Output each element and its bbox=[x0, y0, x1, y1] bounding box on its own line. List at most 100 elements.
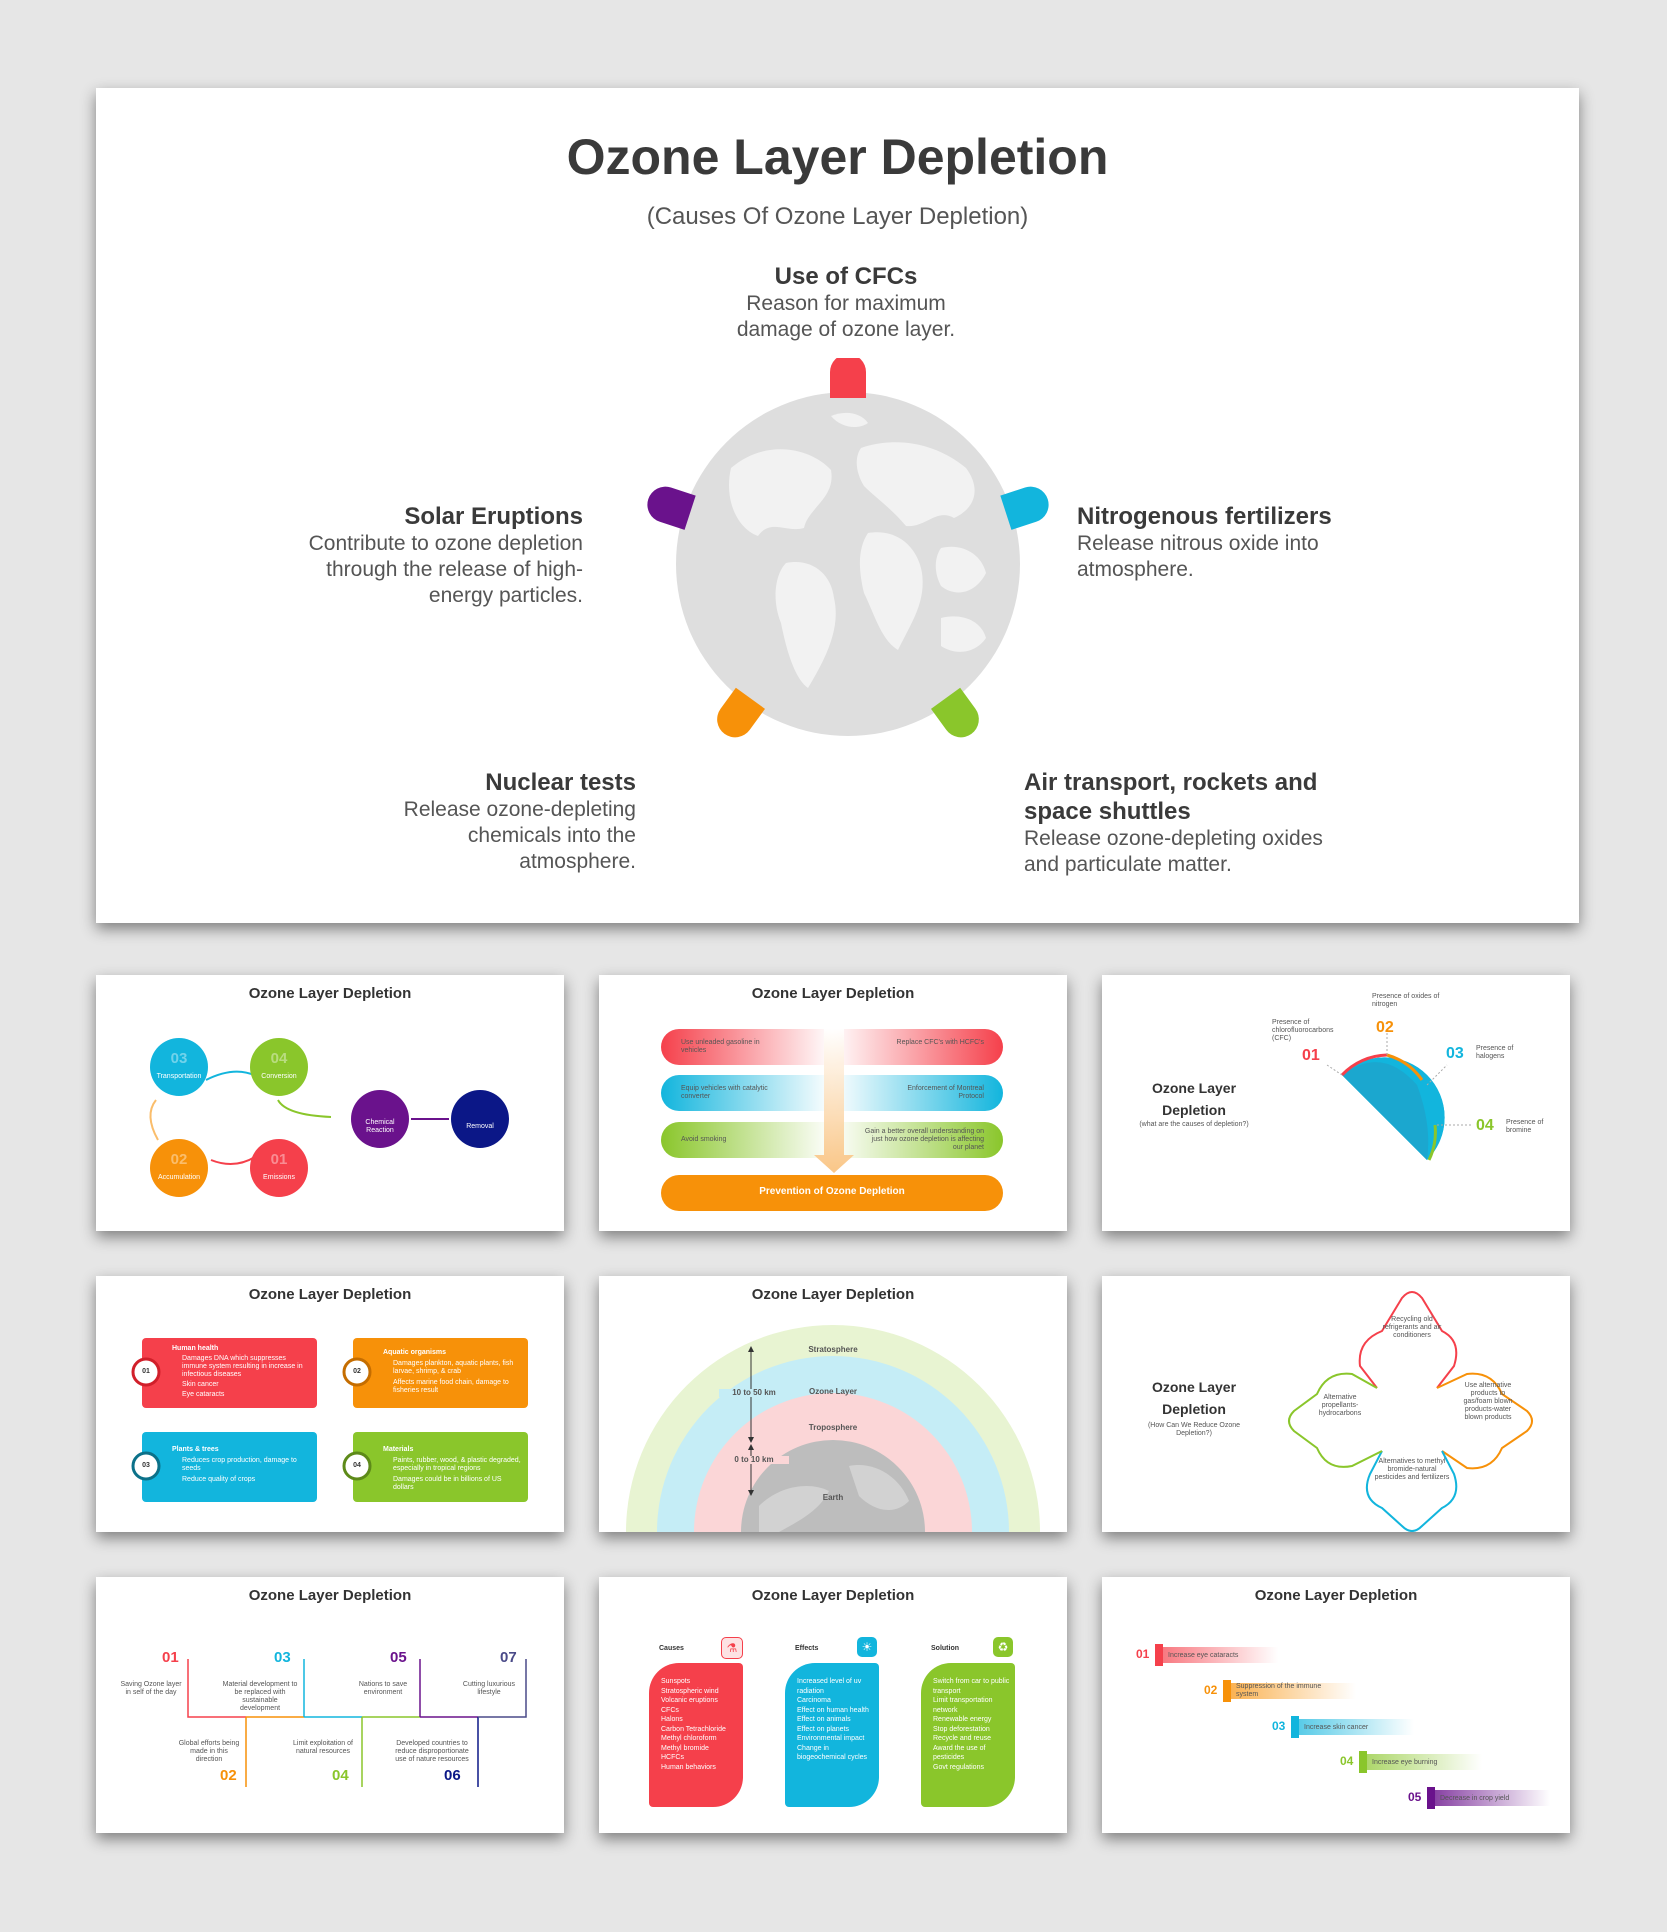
cause-desc: Release ozone-depleting chemicals into t… bbox=[403, 798, 636, 873]
quarter-globe bbox=[1326, 1030, 1472, 1161]
cycle-diagram bbox=[149, 1038, 509, 1197]
list-item: Sunspots bbox=[661, 1678, 691, 1685]
globe-graphic bbox=[647, 358, 1049, 738]
card-item: Reduce quality of crops bbox=[182, 1476, 256, 1483]
reduce-item: Alternative propellants-hydrocarbons bbox=[1318, 1394, 1362, 1417]
list-item: Environmental impact bbox=[797, 1735, 865, 1742]
list-item: Methyl chloroform bbox=[661, 1735, 717, 1742]
cause-desc: Reason for maximum damage of ozone layer… bbox=[736, 292, 956, 341]
effect-card: Aquatic organisms Damages plankton, aqua… bbox=[353, 1338, 528, 1408]
effect-num: 01 bbox=[1136, 1647, 1150, 1661]
card-item: Eye cataracts bbox=[182, 1391, 225, 1398]
step-num: 05 bbox=[390, 1649, 407, 1666]
step-num: 02 bbox=[220, 1767, 237, 1784]
column-card: Switch from car to public transport Limi… bbox=[921, 1663, 1015, 1807]
list-item: Human behaviors bbox=[661, 1763, 716, 1771]
thumb-title: Ozone Layer Depletion bbox=[751, 1587, 915, 1604]
step-text: Limit exploitation of natural resources bbox=[293, 1740, 353, 1755]
cause-num: 03 bbox=[1446, 1045, 1464, 1062]
list-item: Award the use of pesticides bbox=[933, 1744, 986, 1762]
cause-text: Presence of chlorofluorocarbons (CFC) bbox=[1272, 1019, 1334, 1042]
list-item: Effect on animals bbox=[797, 1716, 851, 1723]
thumb-heading: Ozone Layer Depletion bbox=[1151, 1379, 1237, 1417]
badge-num: 01 bbox=[142, 1368, 150, 1375]
thumb-title: Ozone Layer Depletion bbox=[248, 1587, 412, 1604]
thumbnail-slide-9[interactable]: Ozone Layer Depletion 01 Increase eye ca… bbox=[1102, 1577, 1570, 1833]
cause-title: Solar Eruptions bbox=[404, 503, 583, 530]
effect-num: 02 bbox=[1204, 1683, 1218, 1697]
thumb-title: Ozone Layer Depletion bbox=[751, 1286, 915, 1303]
thumbnail-slide-2[interactable]: Ozone Layer Depletion Use unleaded gasol… bbox=[599, 975, 1067, 1231]
thumbnail-slide-4[interactable]: Ozone Layer Depletion Human health Damag… bbox=[96, 1276, 564, 1532]
thumb-subheading: (what are the causes of depletion?) bbox=[1139, 1121, 1249, 1128]
reduce-item: Use alternative products to gas/foam blo… bbox=[1463, 1382, 1513, 1421]
cause-num: 04 bbox=[1476, 1117, 1494, 1134]
step-num: 03 bbox=[274, 1649, 291, 1666]
thumb-title: Ozone Layer Depletion bbox=[1254, 1587, 1418, 1604]
node-num: 04 bbox=[270, 1050, 288, 1067]
card-title: Materials bbox=[383, 1446, 414, 1453]
range-label: 0 to 10 km bbox=[719, 1456, 789, 1464]
step-text: Nations to save environment bbox=[358, 1681, 408, 1696]
main-slide-preview[interactable]: Ozone Layer Depletion (Causes Of Ozone L… bbox=[96, 88, 1579, 923]
cause-title: Air transport, rockets and space shuttle… bbox=[1024, 769, 1318, 825]
tab-cfcs bbox=[830, 358, 866, 398]
step-num: 07 bbox=[500, 1649, 517, 1666]
timeline-graphic bbox=[187, 1659, 527, 1787]
cause-text: Presence of oxides of nitrogen bbox=[1372, 993, 1440, 1008]
node-label: Conversion bbox=[261, 1073, 297, 1080]
thumb-title: Ozone Layer Depletion bbox=[248, 985, 412, 1002]
column-title: Causes bbox=[659, 1645, 684, 1652]
staircase-graphic bbox=[1155, 1644, 1550, 1809]
node-label: Emissions bbox=[263, 1174, 295, 1181]
cause-cfcs: Use of CFCs Reason for maximum damage of… bbox=[656, 262, 1036, 343]
list-item: Volcanic eruptions bbox=[661, 1697, 718, 1704]
badge-num: 04 bbox=[353, 1462, 361, 1469]
node-removal: Removal bbox=[466, 1123, 494, 1130]
effect-text: Increase eye burning bbox=[1372, 1759, 1438, 1766]
cause-desc: Contribute to ozone depletion through th… bbox=[308, 532, 583, 607]
column-list: Switch from car to public transport Limi… bbox=[933, 1677, 1011, 1772]
effect-text: Increase eye cataracts bbox=[1168, 1652, 1239, 1659]
thumbnail-slide-7[interactable]: Ozone Layer Depletion 01 Saving Ozone la… bbox=[96, 1577, 564, 1833]
list-item: Change in biogeochemical cycles bbox=[797, 1744, 868, 1762]
column-list: Sunspots Stratospheric wind Volcanic eru… bbox=[661, 1677, 739, 1772]
cause-desc: Release ozone-depleting oxides and parti… bbox=[1024, 827, 1323, 876]
tab-air-transport bbox=[931, 687, 979, 738]
effect-card: Materials Paints, rubber, wood, & plasti… bbox=[353, 1432, 528, 1502]
prevention-item: Enforcement of Montreal Protocol bbox=[907, 1085, 984, 1100]
cause-num: 02 bbox=[1376, 1019, 1394, 1036]
list-item: Carcinoma bbox=[797, 1697, 831, 1704]
prevention-graphic bbox=[661, 1029, 1003, 1211]
effect-text: Increase skin cancer bbox=[1304, 1724, 1369, 1731]
card-title: Aquatic organisms bbox=[383, 1349, 447, 1356]
thumbnail-slide-3[interactable]: Ozone Layer Depletion (what are the caus… bbox=[1102, 975, 1570, 1231]
thumbnail-slide-5[interactable]: Ozone Layer Depletion Stratosphere Ozone… bbox=[599, 1276, 1067, 1532]
prevention-item: Equip vehicles with catalytic converter bbox=[681, 1085, 768, 1100]
layer-earth: Earth bbox=[822, 1493, 844, 1502]
column-card: Sunspots Stratospheric wind Volcanic eru… bbox=[649, 1663, 743, 1807]
cause-title: Nitrogenous fertilizers bbox=[1077, 503, 1332, 530]
cause-num: 01 bbox=[1302, 1047, 1320, 1064]
node-num: 02 bbox=[170, 1151, 188, 1168]
prevention-bar: Prevention of Ozone Depletion bbox=[759, 1186, 905, 1197]
effect-num: 05 bbox=[1408, 1790, 1422, 1804]
thumbnail-slide-1[interactable]: Ozone Layer Depletion 03 Transportation … bbox=[96, 975, 564, 1231]
thumbnail-slide-6[interactable]: Ozone Layer Depletion (How Can We Reduce… bbox=[1102, 1276, 1570, 1532]
list-item: Methyl bromide bbox=[661, 1744, 709, 1752]
prevention-item: Avoid smoking bbox=[681, 1136, 727, 1143]
loop-diagram bbox=[1288, 1291, 1533, 1532]
thumbnail-slide-8[interactable]: Ozone Layer Depletion Causes ⚗ Sunspots … bbox=[599, 1577, 1067, 1833]
list-item: Limit transportation network bbox=[933, 1697, 993, 1714]
effect-card: Plants & trees Reduces crop production, … bbox=[142, 1432, 317, 1502]
card-item: Paints, rubber, wood, & plastic degraded… bbox=[393, 1457, 521, 1472]
effect-text: Decrease in crop yield bbox=[1440, 1795, 1510, 1802]
node-num: 01 bbox=[270, 1151, 288, 1168]
node-label: Accumulation bbox=[157, 1174, 201, 1181]
prevention-item: Use unleaded gasoline in vehicles bbox=[681, 1039, 760, 1054]
thumb-heading: Ozone Layer Depletion bbox=[1151, 1080, 1237, 1118]
cause-text: Presence of halogens bbox=[1476, 1045, 1514, 1060]
list-item: Switch from car to public transport bbox=[933, 1678, 1010, 1695]
column-list: Increased level of uv radiation Carcinom… bbox=[797, 1677, 875, 1763]
slide-subtitle: (Causes Of Ozone Layer Depletion) bbox=[646, 203, 1029, 230]
